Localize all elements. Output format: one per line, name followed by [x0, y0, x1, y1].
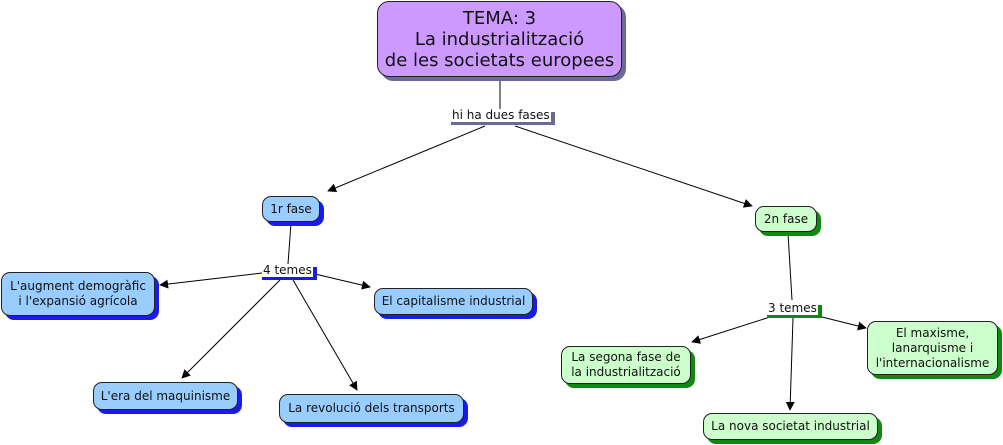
arrow-to-topic-marxism [817, 315, 867, 331]
line-phase1-to-label [287, 222, 292, 265]
topic-capitalism-node[interactable]: El capitalisme industrial [374, 288, 533, 315]
phase1-link-label[interactable]: 4 temes [262, 264, 313, 277]
arrow-to-phase1 [327, 125, 486, 193]
topic-new-society-node[interactable]: La nova societat industrial [703, 413, 878, 440]
arrow-to-topic-transport [292, 279, 358, 391]
topic-capitalism-text: El capitalisme industrial [381, 294, 526, 308]
phase2-link-label[interactable]: 3 temes [767, 302, 818, 315]
topic-new-society-text: La nova societat industrial [711, 419, 870, 433]
topic-machinism-node[interactable]: L'era del maquinisme [93, 382, 238, 410]
root-link-label[interactable]: hi ha dues fases [451, 109, 551, 122]
topic-transport-text: La revolució dels transports [288, 401, 455, 415]
topic-demographic-text: L'augment demogràfic i l'expansió agríco… [10, 279, 146, 308]
arrow-to-phase2 [514, 125, 753, 208]
arrow-to-topic-second-phase [691, 316, 771, 344]
phase1-label: 1r fase [270, 201, 312, 216]
topic-second-phase-text: La segona fase de la industrialització [571, 350, 681, 379]
line-phase2-to-label [787, 232, 793, 301]
main-topic-node[interactable]: TEMA: 3 La industrialització de les soci… [377, 1, 622, 77]
topic-transport-node[interactable]: La revolució dels transports [279, 394, 464, 423]
topic-demographic-node[interactable]: L'augment demogràfic i l'expansió agríco… [1, 272, 155, 316]
phase1-node[interactable]: 1r fase [262, 196, 320, 222]
phase2-node[interactable]: 2n fase [755, 206, 817, 232]
topic-second-phase-node[interactable]: La segona fase de la industrialització [561, 346, 691, 384]
phase1-link-label-text: 4 temes [263, 263, 312, 277]
arrow-to-topic-demographic [159, 272, 263, 289]
arrow-to-topic-new-society [785, 317, 795, 411]
topic-marxism-node[interactable]: El maxisme, lanarquisme i l'internaciona… [867, 321, 998, 375]
main-topic-text: TEMA: 3 La industrialització de les soci… [384, 7, 615, 71]
topic-machinism-text: L'era del maquinisme [100, 388, 231, 403]
arrow-to-topic-machinism [181, 279, 281, 379]
phase2-label: 2n fase [763, 211, 809, 226]
topic-marxism-text: El maxisme, lanarquisme i l'internaciona… [875, 325, 990, 370]
phase2-link-label-text: 3 temes [768, 301, 817, 315]
root-link-label-text: hi ha dues fases [452, 108, 550, 122]
arrow-to-topic-capitalism [314, 273, 371, 290]
